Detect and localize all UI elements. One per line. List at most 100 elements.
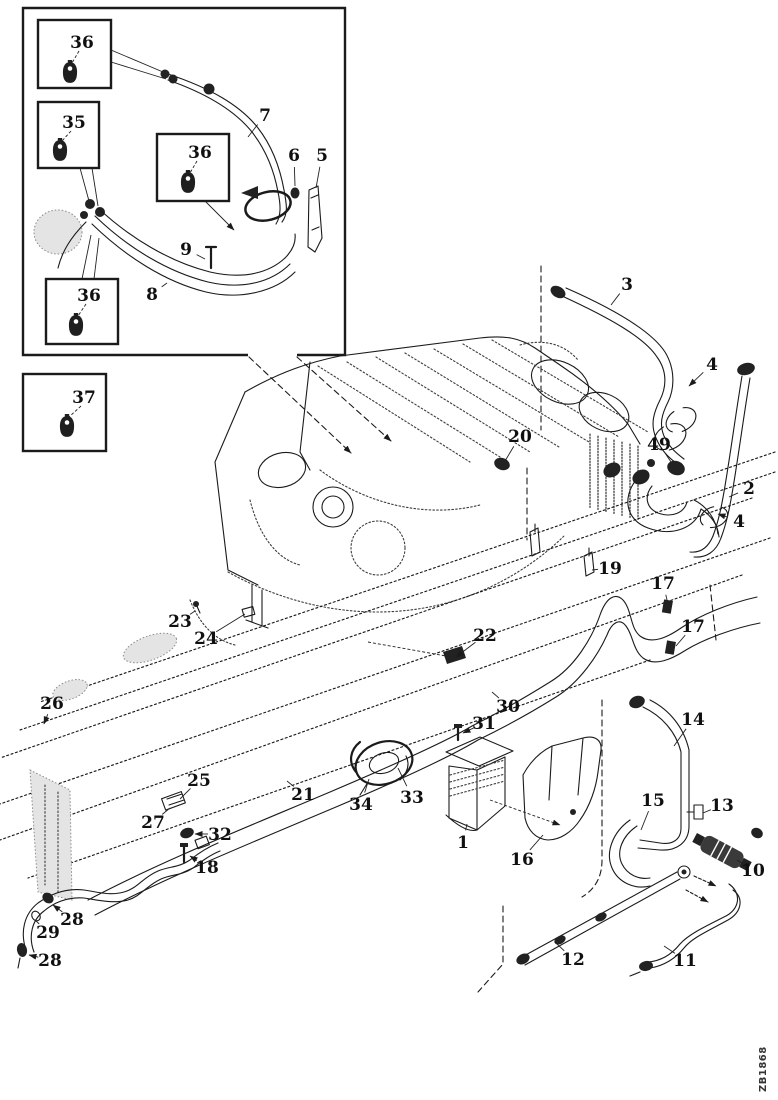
callout-leader: [556, 943, 565, 952]
callout-label: 4: [706, 355, 718, 375]
callout-label: 29: [36, 923, 60, 943]
callout-label: 25: [187, 771, 211, 791]
callout-label: 34: [349, 795, 373, 815]
section-boundary-lines: [477, 265, 717, 993]
callout-leader: [504, 446, 515, 462]
callout-10-32: 10: [736, 859, 765, 881]
callout-8-4: 8: [146, 282, 168, 305]
callout-label: 1: [457, 833, 469, 853]
retainer-clip-icon: [62, 60, 78, 83]
callout-leader: [673, 728, 687, 747]
callout-26-17: 26: [40, 694, 64, 725]
callout-label: 24: [194, 629, 218, 649]
callout-leader: [43, 714, 50, 725]
callout-label: 28: [38, 951, 62, 971]
callout-leader: [364, 778, 370, 793]
callout-7-0: 7: [247, 106, 271, 138]
callout-34-23: 34: [349, 778, 373, 815]
callout-17-12: 17: [651, 574, 675, 605]
callout-14-20: 14: [673, 710, 705, 747]
callout-label: 18: [195, 858, 219, 878]
inset-leader: [71, 50, 80, 64]
callout-1-29: 1: [457, 823, 469, 853]
inset-leader: [189, 160, 198, 174]
callout-label: 19: [598, 559, 622, 579]
inset-box-label: 37: [72, 388, 96, 408]
callout-27-27: 27: [141, 807, 171, 833]
inset-box-35: 35: [36, 100, 101, 170]
callout-32-28: 32: [194, 825, 232, 845]
callout-label: 2: [743, 479, 755, 499]
callout-17-13: 17: [675, 617, 705, 647]
vent-pipes: [516, 695, 763, 977]
callout-label: 17: [651, 574, 675, 594]
callout-leader: [247, 124, 259, 138]
callout-label: 9: [180, 240, 192, 260]
callout-leader: [293, 166, 296, 187]
callout-leader: [736, 859, 744, 865]
retainer-clip-icon: [68, 313, 84, 336]
callout-leader: [663, 945, 676, 954]
callout-28-35: 28: [28, 951, 62, 971]
inset-box-label: 36: [188, 143, 212, 163]
callout-label: 4: [733, 512, 745, 532]
body-mount-blobs: [29, 632, 178, 901]
callout-leader: [196, 254, 206, 260]
inset-box-label: 36: [77, 286, 101, 306]
callout-leader: [529, 834, 544, 851]
figure-code: ZB1868: [758, 1046, 769, 1092]
callout-31-19: 31: [462, 714, 496, 734]
callout-leader: [717, 513, 728, 520]
inset-box-label: 36: [70, 33, 94, 53]
callout-16-30: 16: [510, 834, 544, 870]
callout-label: 15: [641, 791, 665, 811]
callout-label: 20: [508, 427, 532, 447]
callout-label: 33: [400, 788, 424, 808]
inset-box-36: 36: [36, 18, 113, 90]
callout-leader: [640, 810, 649, 831]
callout-leader: [161, 807, 171, 815]
inset-box-label: 35: [62, 113, 86, 133]
callout-leader: [702, 809, 712, 814]
callout-leader: [34, 919, 40, 925]
callout-leader: [675, 634, 686, 647]
callout-21-22: 21: [286, 780, 315, 805]
callout-label: 32: [208, 825, 232, 845]
callout-20-10: 20: [504, 427, 532, 462]
callout-label: 10: [741, 861, 765, 881]
callout-11-37: 11: [663, 945, 697, 971]
frame-rails: [0, 451, 776, 879]
callout-23-14: 23: [168, 610, 196, 632]
callout-leader: [665, 453, 672, 463]
canister-and-bracket: [350, 736, 602, 841]
callout-15-25: 15: [640, 791, 665, 831]
callout-leader: [315, 166, 321, 189]
callout-leader: [286, 780, 294, 787]
callout-leader: [728, 492, 739, 498]
callout-leader: [397, 767, 408, 787]
callout-leader: [688, 371, 704, 387]
callout-22-16: 22: [455, 626, 497, 658]
callout-30-18: 30: [491, 691, 520, 717]
callout-leader: [215, 613, 246, 633]
callout-label: 8: [146, 285, 158, 305]
callout-9-3: 9: [180, 240, 206, 260]
callout-label: 14: [681, 710, 705, 730]
callout-label: 7: [259, 106, 271, 126]
callout-label: 3: [621, 275, 633, 295]
callout-label: 26: [40, 694, 64, 714]
callout-leader: [665, 594, 669, 605]
callout-33-24: 33: [397, 767, 424, 808]
engine-assembly: [189, 336, 649, 646]
callout-leader: [491, 691, 500, 699]
callout-6-1: 6: [288, 146, 300, 187]
retainer-clip-icon: [180, 170, 196, 193]
callout-leader: [455, 641, 476, 658]
callout-29-34: 29: [34, 919, 60, 943]
callout-leader: [161, 282, 168, 288]
callout-label: 30: [496, 697, 520, 717]
callout-leader: [462, 727, 474, 734]
inset-box-36: 36: [44, 277, 120, 346]
